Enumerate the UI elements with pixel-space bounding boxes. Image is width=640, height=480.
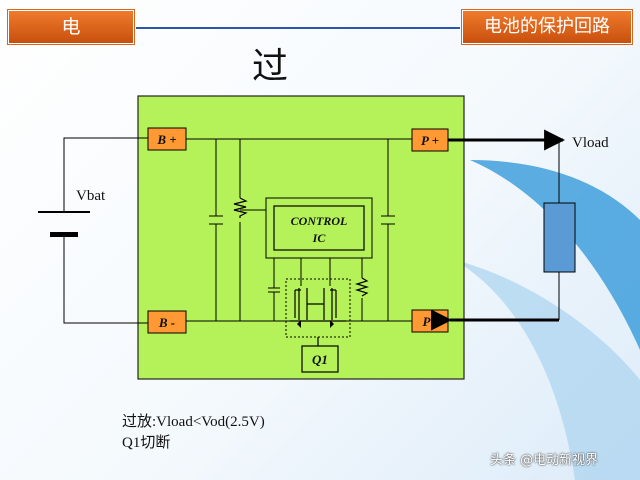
watermark: 头条 @电动新视界 xyxy=(490,453,599,468)
svg-text:B +: B + xyxy=(156,132,176,147)
vbat-label: Vbat xyxy=(76,188,106,204)
q1-label-box xyxy=(301,345,339,373)
terminal-p-plus: P + xyxy=(411,128,449,152)
load-resistor xyxy=(543,202,576,273)
terminal-p-minus: P - xyxy=(411,309,449,333)
terminal-b-plus: B + xyxy=(147,127,187,151)
action-text: Q1切断 xyxy=(122,435,171,451)
section-tab: 电 池 xyxy=(8,10,134,70)
terminal-b-minus: B - xyxy=(147,310,187,334)
decorative-swoosh-light xyxy=(455,260,640,480)
topic-tab: 电池的保护回路 xyxy=(462,10,632,44)
condition-text: 过放:Vload<Vod(2.5V) xyxy=(122,414,265,430)
svg-text:P -: P - xyxy=(422,314,437,329)
vload-label: Vload xyxy=(572,135,609,151)
mosfet-switch-q1 xyxy=(285,278,351,346)
board-wiring xyxy=(186,138,412,322)
battery-wiring xyxy=(63,137,148,324)
control-ic-label: CONTROL xyxy=(291,214,348,228)
control-ic xyxy=(265,197,373,259)
svg-text:B -: B - xyxy=(158,315,175,330)
decorative-swoosh xyxy=(470,160,640,350)
control-ic-label-2: IC xyxy=(312,231,327,245)
resistor-symbol xyxy=(354,277,370,297)
q1-label: Q1 xyxy=(312,352,328,367)
battery-symbol xyxy=(38,211,90,237)
svg-text:P +: P + xyxy=(421,133,439,148)
resistor-symbol xyxy=(233,197,248,218)
header-divider xyxy=(136,27,460,29)
